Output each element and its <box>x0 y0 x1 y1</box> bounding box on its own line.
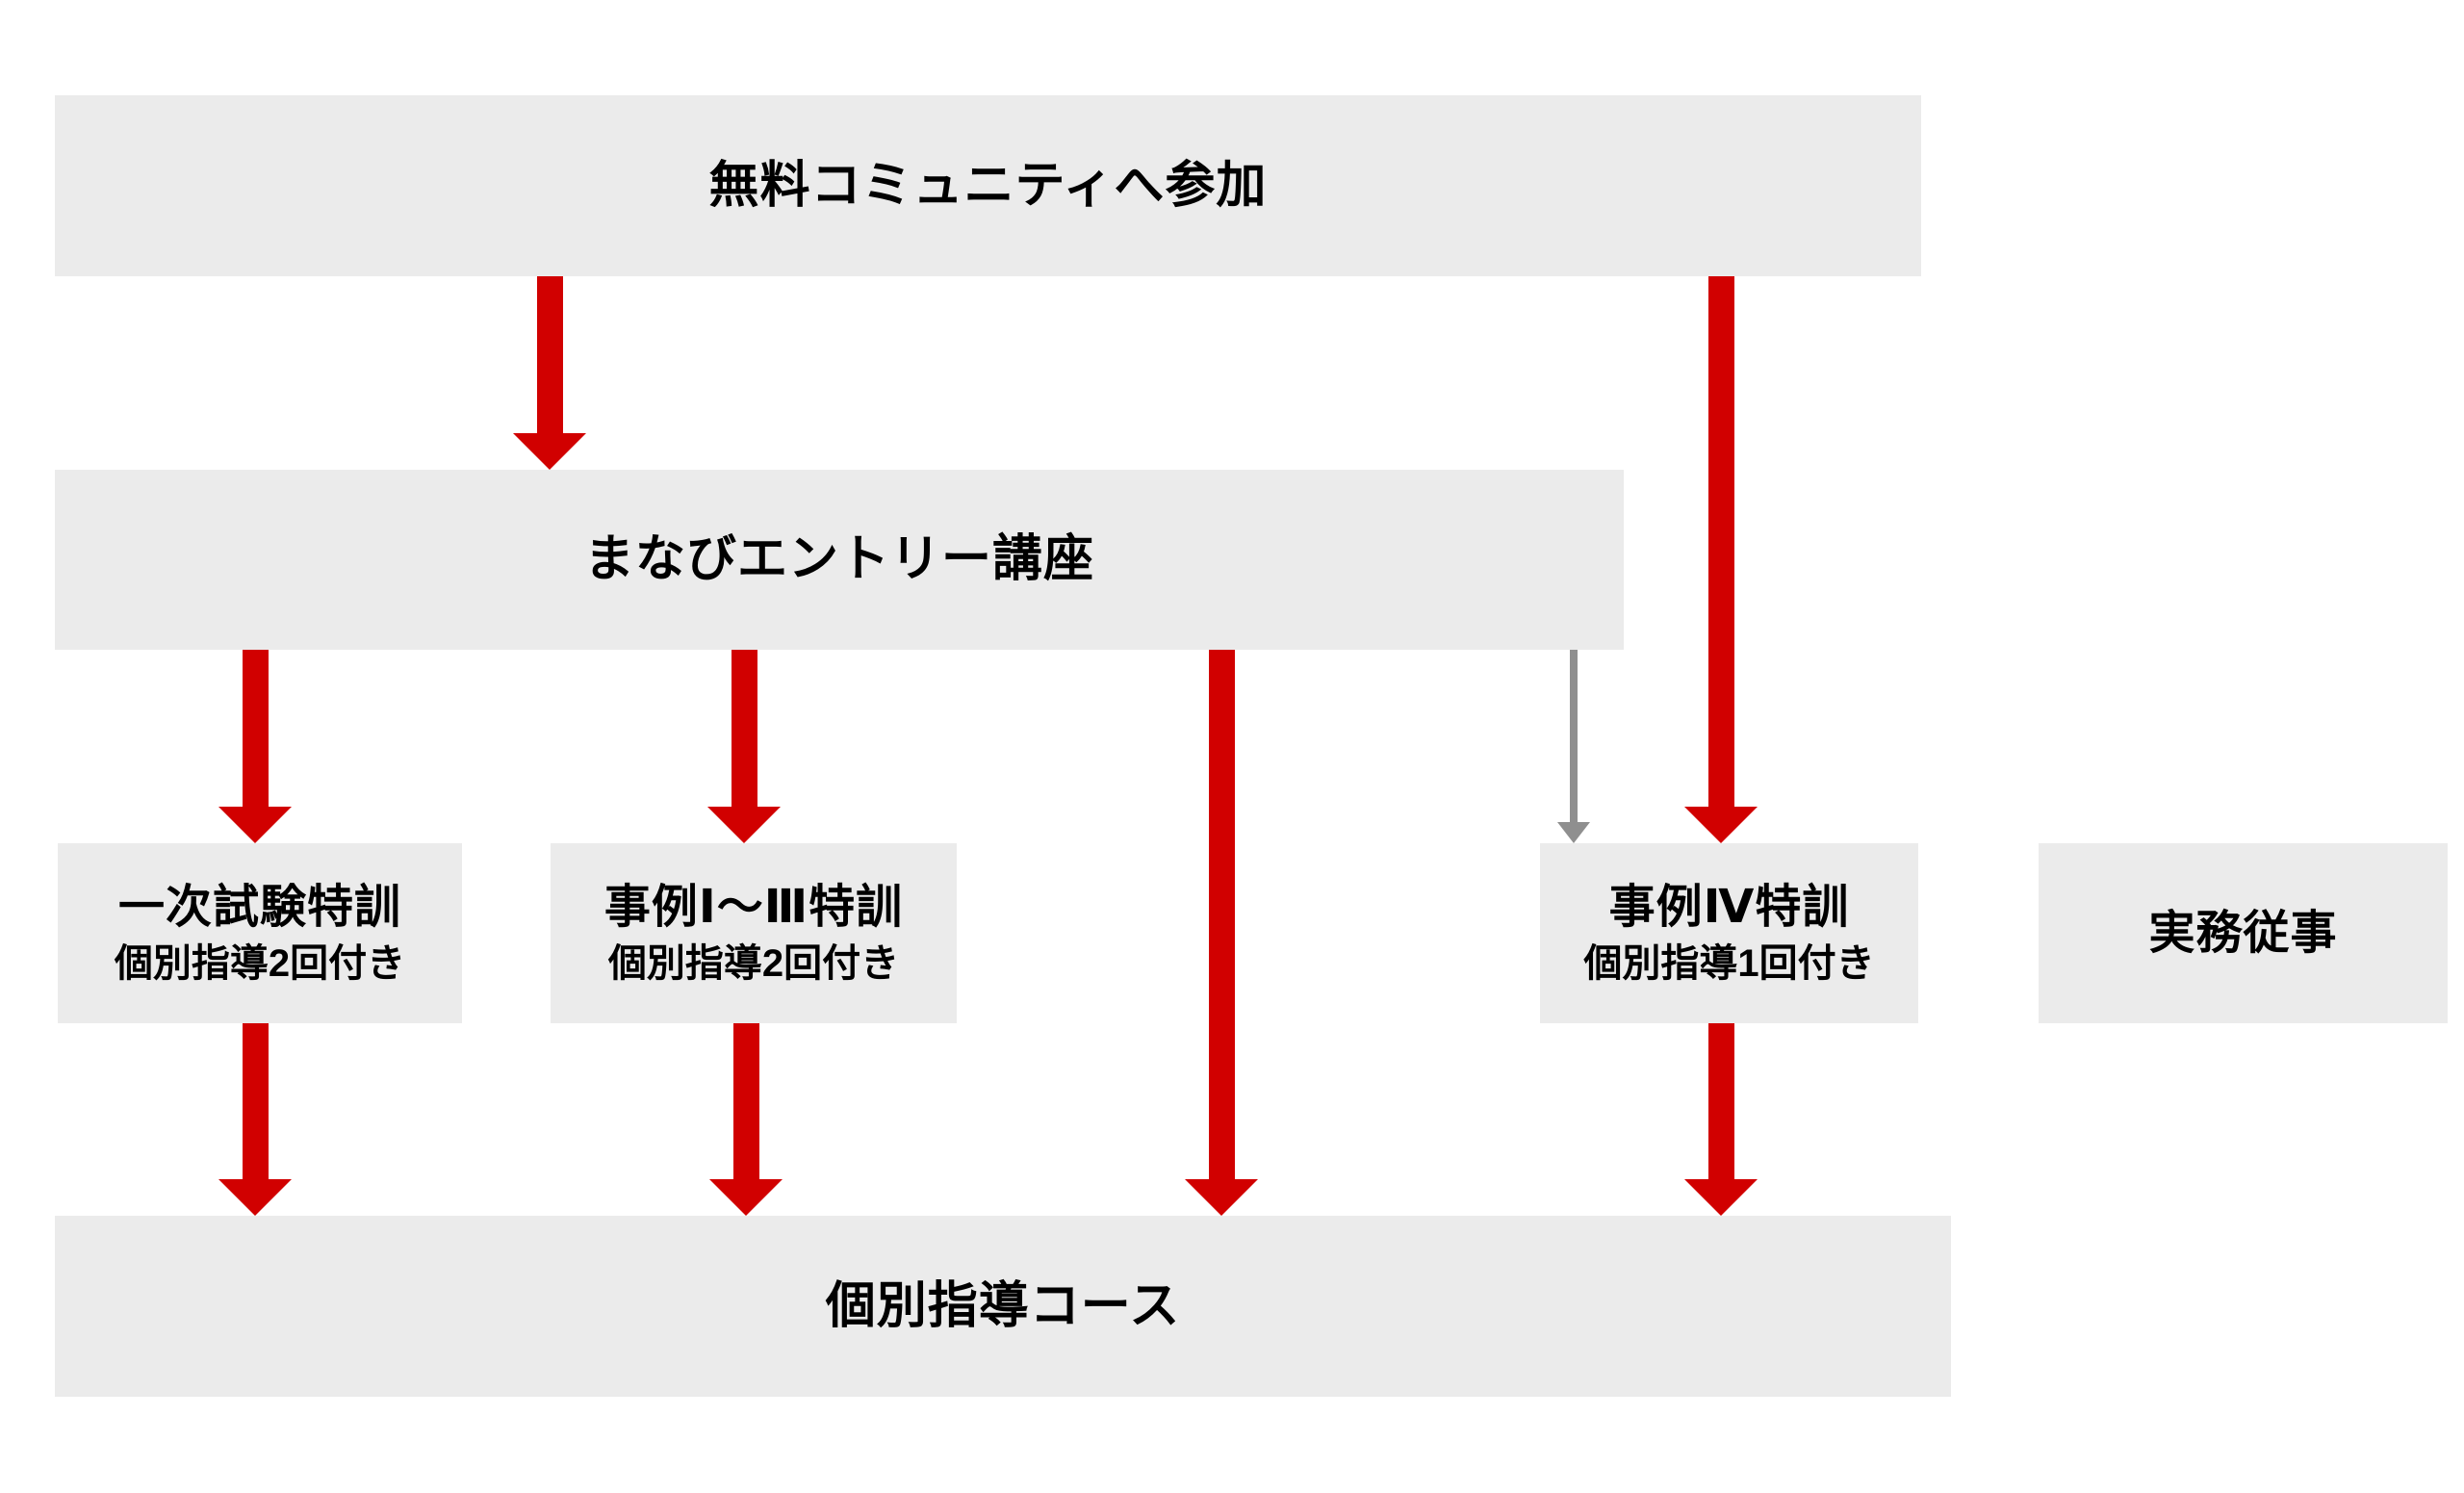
flow-node-label: まなびエントリー講座 <box>583 531 1094 588</box>
arrow-entry-course-to-case-1-3-shaft <box>731 650 757 807</box>
flow-node-label: 事例Ⅳ特訓 <box>1608 881 1850 933</box>
flow-node-case-1-3: 事例Ⅰ～Ⅲ特訓個別指導2回付き <box>551 843 957 1023</box>
flow-node-first-exam: 一次試験特訓個別指導2回付き <box>58 843 462 1023</box>
flow-node-label: 事例Ⅰ～Ⅲ特訓 <box>603 881 904 933</box>
flow-node-practical-work: 実務従事 <box>2039 843 2448 1023</box>
arrow-entry-course-to-first-exam-shaft <box>242 650 269 807</box>
arrow-first-exam-to-individual-course-shaft <box>242 1023 269 1179</box>
arrow-entry-course-to-individual-course-shaft <box>1208 650 1235 1179</box>
flow-node-individual-course: 個別指導コース <box>55 1216 1951 1397</box>
flow-node-entry-course: まなびエントリー講座 <box>55 470 1624 650</box>
arrow-case-4-to-individual-course-head <box>1684 1179 1758 1216</box>
flow-node-join-community: 無料コミュニティへ参加 <box>55 95 1921 276</box>
arrow-case-1-3-to-individual-course-head <box>709 1179 783 1216</box>
flow-node-label: 個別指導コース <box>825 1277 1181 1334</box>
arrow-entry-course-to-case-4-head <box>1557 822 1590 843</box>
arrow-join-community-to-entry-course-head <box>513 433 586 470</box>
arrow-entry-course-to-case-4-shaft <box>1570 650 1578 822</box>
flow-node-case-4: 事例Ⅳ特訓個別指導1回付き <box>1540 843 1918 1023</box>
flow-node-sublabel: 個別指導2回付き <box>607 942 900 986</box>
flow-node-sublabel: 個別指導2回付き <box>114 942 406 986</box>
flow-node-label: 一次試験特訓 <box>117 881 401 933</box>
arrow-case-4-to-individual-course-shaft <box>1707 1023 1734 1179</box>
arrow-join-community-to-entry-course-shaft <box>536 276 563 433</box>
arrow-entry-course-to-first-exam-head <box>218 807 292 843</box>
arrow-first-exam-to-individual-course-head <box>218 1179 292 1216</box>
flow-node-sublabel: 個別指導1回付き <box>1583 942 1875 986</box>
flow-node-label: 実務従事 <box>2148 907 2338 959</box>
arrow-case-1-3-to-individual-course-shaft <box>732 1023 759 1179</box>
arrow-join-community-to-case-4-head <box>1684 807 1758 843</box>
arrow-join-community-to-case-4-shaft <box>1707 276 1734 807</box>
arrow-entry-course-to-individual-course-head <box>1185 1179 1258 1216</box>
flow-node-label: 無料コミュニティへ参加 <box>708 157 1268 214</box>
arrow-entry-course-to-case-1-3-head <box>707 807 781 843</box>
